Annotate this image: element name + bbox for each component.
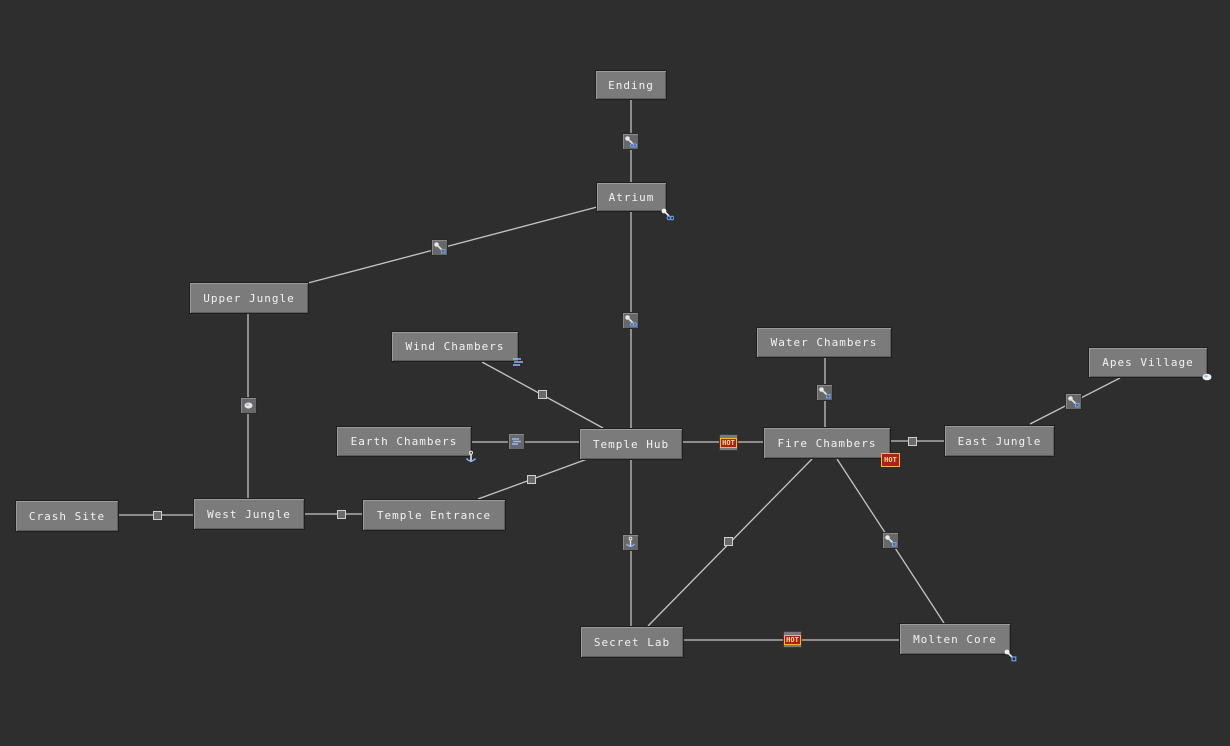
hot-badge[interactable]: HOT [719,434,738,451]
node-apes-village[interactable]: Apes Village [1088,347,1208,378]
hot-badge[interactable]: HOT [783,631,802,648]
key-icon[interactable] [882,532,899,549]
node-wind-chambers[interactable]: Wind Chambers [391,331,519,362]
hot-badge-label: HOT [720,437,737,448]
pearl-icon[interactable] [240,397,257,414]
key-icon[interactable] [622,312,639,329]
connector-dot [337,510,346,519]
node-fire-chambers[interactable]: Fire Chambers [763,427,891,459]
node-secret-lab[interactable]: Secret Lab [580,626,684,658]
node-ending[interactable]: Ending [595,70,667,100]
node-earth-chambers[interactable]: Earth Chambers [336,426,472,457]
node-water-chambers[interactable]: Water Chambers [756,327,892,358]
node-upper-jungle[interactable]: Upper Jungle [189,282,309,314]
wind-icon[interactable] [508,433,525,450]
key-icon[interactable] [431,239,448,256]
key-icon [660,207,674,221]
hot-badge: HOT [881,453,900,467]
connector-dot [153,511,162,520]
wind-icon [511,355,525,369]
anchor-icon[interactable] [622,534,639,551]
key-icon[interactable] [622,133,639,150]
connector-dot [527,475,536,484]
node-atrium[interactable]: Atrium [596,182,667,212]
pearl-icon [1200,370,1214,384]
node-molten-core[interactable]: Molten Core [899,623,1011,655]
connector-dot [724,537,733,546]
key-icon[interactable] [1065,393,1082,410]
node-temple-hub[interactable]: Temple Hub [579,428,683,460]
node-west-jungle[interactable]: West Jungle [193,498,305,530]
key-icon[interactable] [816,384,833,401]
node-east-jungle[interactable]: East Jungle [944,425,1055,457]
anchor-icon [464,450,478,464]
edge-atrium-upperjungle [307,206,598,284]
hot-badge-label: HOT [784,634,801,645]
connector-dot [908,437,917,446]
connector-dot [538,390,547,399]
key-icon [1003,648,1017,662]
node-crash-site[interactable]: Crash Site [15,500,119,532]
node-temple-entrance[interactable]: Temple Entrance [362,499,506,531]
